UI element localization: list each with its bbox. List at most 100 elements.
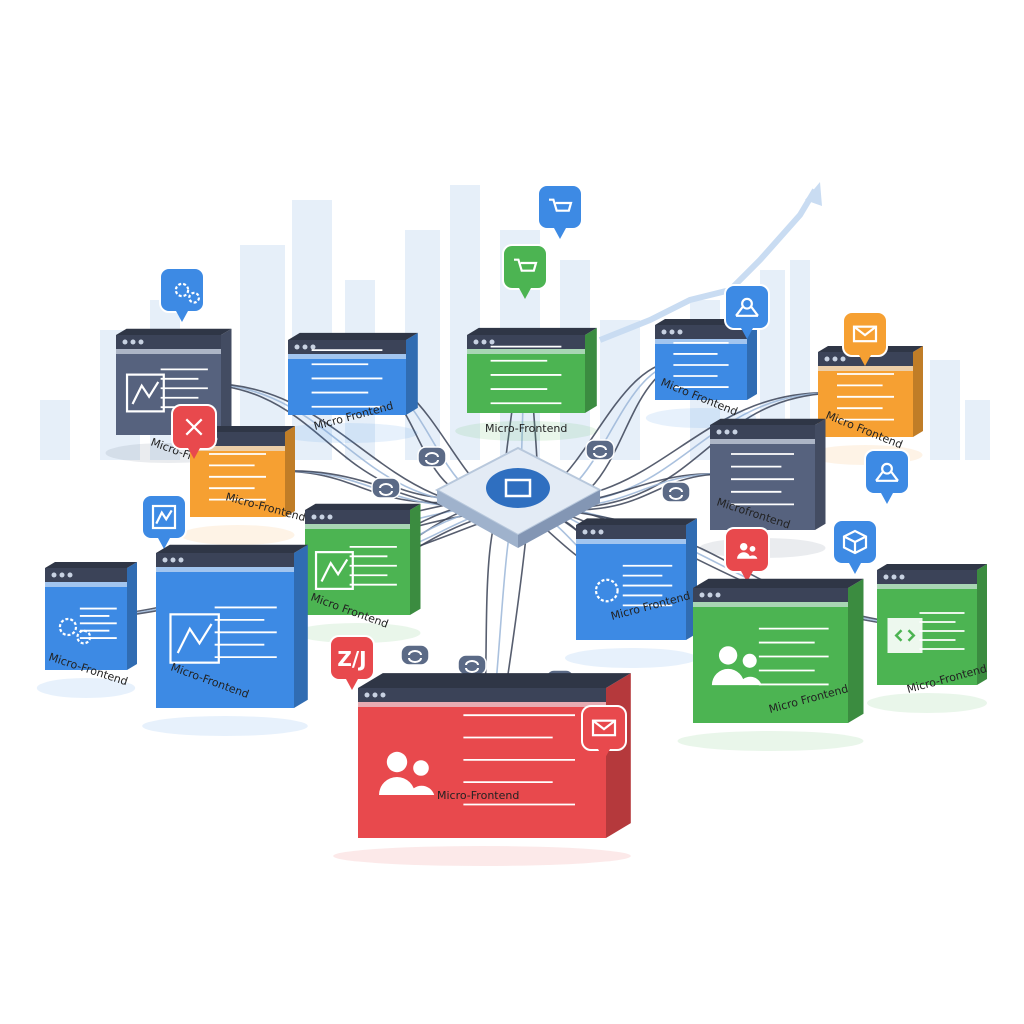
icon-bubble[interactable]: [581, 705, 627, 760]
panel-shadow: [142, 716, 308, 736]
panel-divider: [305, 524, 410, 529]
panel-side: [848, 578, 864, 723]
panel-titlebar: [693, 588, 848, 602]
panel-side: [977, 564, 987, 685]
icon-bubble[interactable]: [141, 494, 187, 549]
window-dot: [67, 572, 73, 578]
chart-icon: [155, 509, 173, 525]
icon-bubble[interactable]: [159, 267, 205, 322]
panel-titlebar: [576, 525, 686, 539]
panel-divider: [710, 439, 815, 444]
image-icon: [314, 551, 354, 590]
image-icon: [125, 373, 165, 413]
icon-bubble[interactable]: [724, 527, 770, 582]
hub-side-right: [518, 490, 600, 548]
icon-bubble[interactable]: Z/J: [329, 635, 375, 690]
micro-frontend-panel[interactable]: Micro Frontend: [276, 332, 418, 443]
skyline-building: [292, 200, 332, 460]
micro-frontend-panel[interactable]: Micro-Frontend: [142, 544, 308, 736]
panel-front: [156, 553, 294, 708]
panel-divider: [655, 339, 747, 344]
icon-bubble[interactable]: [502, 244, 548, 299]
icon-bubble[interactable]: [864, 449, 910, 504]
micro-frontend-panel[interactable]: Micro-Frontend: [867, 564, 988, 713]
panel-divider: [693, 602, 848, 607]
hub-side-left: [437, 490, 518, 548]
window-dot: [669, 329, 675, 335]
micro-frontend-panel[interactable]: Micro Frontend: [677, 578, 864, 751]
gears-icon: [174, 282, 190, 298]
panel-top: [467, 327, 597, 335]
skyline-building: [790, 260, 810, 460]
sync-node: [417, 446, 447, 468]
micro-frontend-panel[interactable]: Micro-Frontend: [36, 562, 137, 698]
micro-frontend-panel[interactable]: Micro Frontend: [645, 319, 757, 428]
panel-shadow: [677, 731, 864, 751]
cart-icon: [514, 258, 538, 272]
window-dot: [481, 339, 487, 345]
sync-icon: [465, 660, 479, 673]
micro-frontend-panel[interactable]: Micro Frontend: [294, 503, 421, 643]
panel-top: [710, 418, 826, 425]
sync-node: [585, 439, 615, 461]
window-dot: [178, 557, 184, 563]
panel-titlebar: [467, 335, 585, 349]
panel-titlebar: [877, 570, 977, 584]
icon-bubble[interactable]: [832, 519, 878, 574]
window-dot: [661, 329, 667, 335]
panel-front: [576, 525, 686, 640]
panel-side: [127, 562, 137, 670]
panel-divider: [116, 349, 221, 354]
gear-icon: [594, 578, 619, 603]
window-logo-icon: [486, 468, 550, 508]
icon-bubble[interactable]: [724, 284, 770, 339]
window-dot: [489, 339, 495, 345]
window-dot: [899, 574, 905, 580]
panel-side: [913, 346, 923, 437]
panel-titlebar: [710, 425, 815, 439]
panel-side: [585, 327, 597, 413]
panel-top: [45, 562, 137, 568]
micro-frontend-panel[interactable]: Micro Frontend: [565, 518, 697, 668]
skyline-building: [930, 360, 960, 460]
window-dot: [51, 572, 57, 578]
panel-shadow: [294, 623, 421, 643]
panel-titlebar: [655, 325, 747, 339]
panel-shadow: [867, 693, 987, 713]
tools-icon: [185, 418, 203, 436]
panel-top: [116, 328, 232, 335]
sync-node: [661, 481, 691, 503]
gears-icon: [58, 617, 78, 637]
panel-side: [285, 426, 295, 517]
window-dot: [310, 344, 316, 350]
window-dot: [824, 356, 830, 362]
window-dot: [582, 529, 588, 535]
window-dot: [732, 429, 738, 435]
icon-bubble[interactable]: [171, 404, 217, 459]
users-icon: [718, 646, 738, 665]
sync-icon: [425, 452, 439, 465]
icon-bubble[interactable]: [537, 184, 583, 239]
image-icon: [131, 381, 160, 405]
map-pin-icon: [875, 471, 899, 482]
icon-bubble[interactable]: [842, 311, 888, 366]
window-dot: [372, 692, 378, 698]
skyline-building: [965, 400, 990, 460]
code-icon: [887, 618, 923, 653]
image-icon: [320, 558, 349, 583]
map-pin-icon: [881, 462, 893, 475]
micro-frontend-panel[interactable]: Micro-Frontend: [455, 327, 597, 441]
window-dot: [162, 557, 168, 563]
window-dot: [327, 514, 333, 520]
envelope-icon: [852, 325, 878, 343]
micro-frontend-panel[interactable]: Micro-Frontend: [333, 673, 631, 866]
window-dot: [590, 529, 596, 535]
window-dot: [302, 344, 308, 350]
sync-icon: [593, 445, 607, 458]
panel-top: [156, 544, 308, 553]
panel-label: Micro-Frontend: [485, 422, 567, 435]
window-dot: [170, 557, 176, 563]
micro-frontend-panel[interactable]: Microfrontend: [699, 418, 826, 558]
window-dot: [677, 329, 683, 335]
panel-divider: [877, 584, 977, 589]
